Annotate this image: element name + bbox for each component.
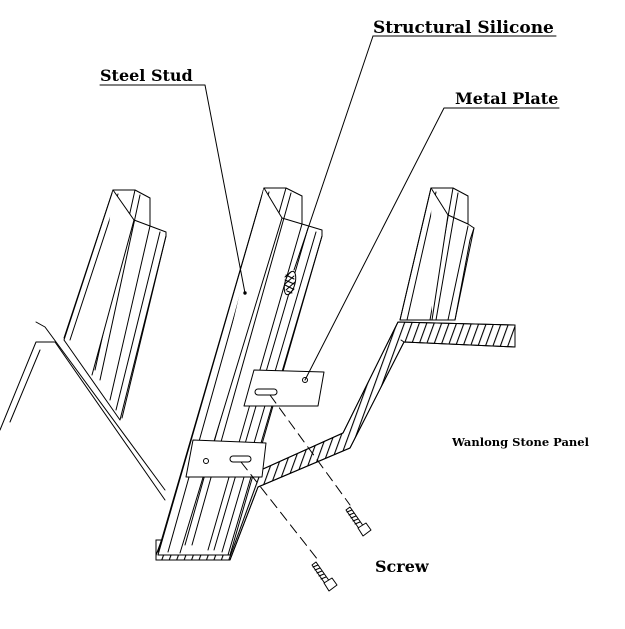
steel-stud-label: Steel Stud — [100, 66, 193, 85]
stone-panel-label: Wanlong Stone Panel — [452, 435, 589, 449]
screw-label: Screw — [375, 557, 429, 576]
screw-axis-lines — [240, 394, 351, 561]
steel-stud-leader-dot — [243, 291, 247, 295]
structural-silicone-bead — [283, 270, 297, 296]
steel-stud-right — [399, 187, 475, 321]
steel-stud-left — [63, 189, 167, 421]
metal-plate-label: Metal Plate — [455, 89, 559, 108]
left-panel-edge — [0, 321, 166, 501]
screw-lower — [311, 561, 338, 592]
leader-lines — [99, 35, 560, 381]
screw-upper — [345, 506, 372, 537]
structural-silicone-label: Structural Silicone — [373, 18, 554, 38]
metal-plate-upper — [243, 369, 325, 407]
metal-plate-lower — [185, 439, 267, 478]
